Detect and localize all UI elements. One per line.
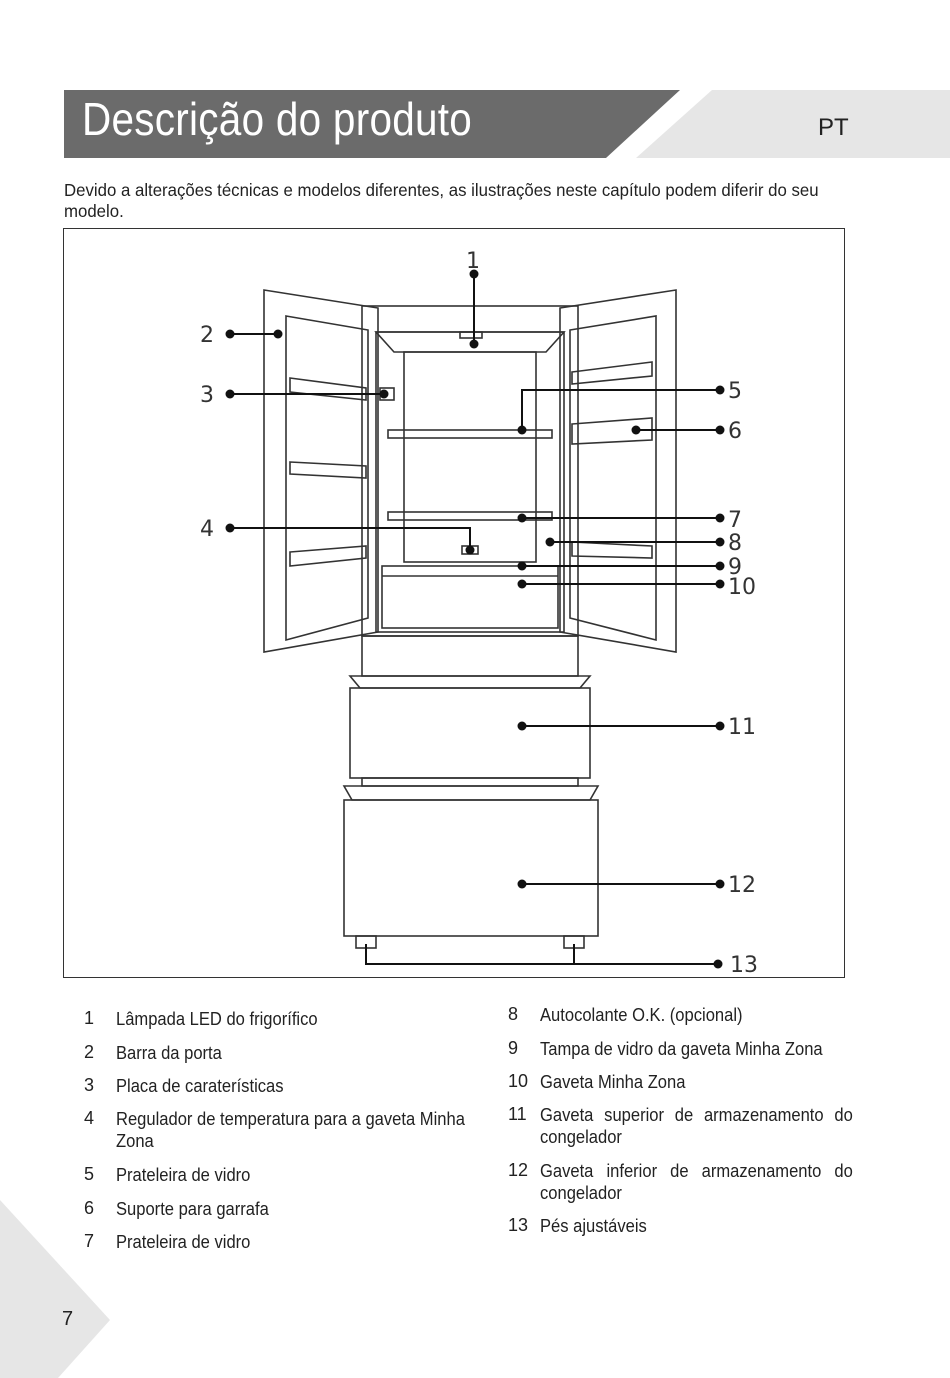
intro-text: Devido a alterações técnicas e modelos d… [64,180,819,221]
right-door-bin-1 [571,361,653,385]
legend-num: 2 [84,1042,95,1062]
left-door-bin-2 [289,461,367,479]
page-corner-shape [0,1200,110,1378]
left-door [263,289,379,653]
lower-freezer-drawer [343,799,599,937]
upper-drawer-top [348,675,592,689]
right-door-bin-3 [571,541,653,559]
callout-10: 10 [728,575,756,600]
legend-label: Suporte para garrafa [116,1199,269,1219]
legend-label: Barra da porta [116,1043,222,1063]
legend-num: 5 [84,1164,95,1184]
right-door [559,289,677,653]
drawer-divider [361,635,579,677]
callout-12: 12 [728,873,756,898]
callout-9: 9 [728,555,742,580]
callout-3: 3 [200,383,214,408]
legend-label: Gaveta superior de armazenamento do cong… [540,1105,853,1147]
callout-7: 7 [728,508,742,533]
callout-5: 5 [728,379,742,404]
callout-11: 11 [728,715,756,740]
legend-num: 3 [84,1075,95,1095]
legend-label: Placa de caraterísticas [116,1076,284,1096]
legend-label: Lâmpada LED do frigorífico [116,1009,318,1029]
legend-num: 9 [508,1038,519,1058]
language-code: PT [818,114,849,141]
my-zone-drawer [381,565,559,629]
diagram-frame [63,228,845,978]
language-tab-shape [636,90,950,158]
glass-shelf-lower [387,511,553,521]
interior-back-wall [374,331,566,353]
legend-num: 11 [508,1104,527,1124]
legend-label: Tampa de vidro da gaveta Minha Zona [540,1039,823,1059]
right-door-bin-2 [571,417,653,445]
callout-2: 2 [200,323,214,348]
legend-label: Pés ajustáveis [540,1216,647,1236]
title-banner-shape [64,90,680,158]
legend-label: Gaveta Minha Zona [540,1072,686,1092]
lower-drawer-top [342,785,600,801]
left-door-inner [285,315,369,642]
upper-freezer-drawer [349,687,591,779]
legend-label: Regulador de temperatura para a gaveta M… [116,1109,465,1151]
page-title: Descrição do produto [82,93,473,145]
legend-num: 10 [508,1071,529,1091]
callout-13: 13 [730,953,758,978]
fridge-diagram: 1 2 3 4 5 6 7 8 9 10 11 12 13 [200,249,758,978]
legend-label: Autocolante O.K. (opcional) [540,1005,743,1025]
legend-num: 6 [84,1198,95,1218]
legend-num: 7 [84,1231,95,1251]
glass-shelf-upper [387,429,553,439]
fridge-body [361,305,579,637]
callout-1: 1 [466,249,480,274]
legend-label: Prateleira de vidro [116,1232,251,1252]
left-door-bin-3 [289,545,367,567]
right-door-inner [569,315,657,642]
legend-num: 13 [508,1215,529,1235]
led-lamp [459,331,483,339]
callout-8: 8 [728,531,742,556]
legend-num: 1 [84,1008,95,1028]
interior-back [403,351,537,563]
legend-num: 8 [508,1004,519,1024]
legend-label: Prateleira de vidro [116,1165,251,1185]
page-number: 7 [62,1308,74,1330]
legend-label: Gaveta inferior de armazenamento do cong… [540,1161,853,1203]
legend-num: 4 [84,1108,95,1128]
callout-6: 6 [728,419,742,444]
left-door-bin-1 [289,377,367,401]
callout-4: 4 [200,517,214,542]
legend-num: 12 [508,1160,529,1180]
header-banner [64,90,950,158]
